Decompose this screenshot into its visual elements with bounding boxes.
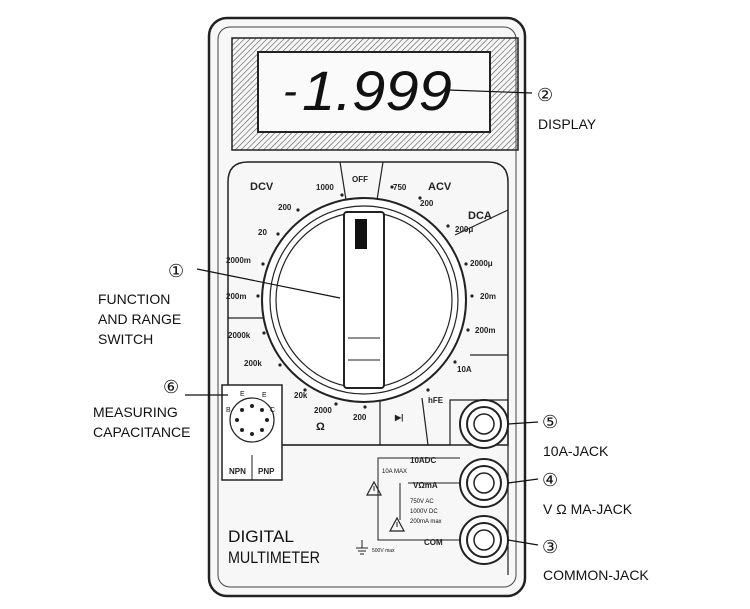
range-ohm-2000: 2000 [314,406,332,415]
jack-wiring [356,457,460,555]
jack-rating-ac: 750V AC [410,499,434,505]
range-dcv-200: 200 [278,203,292,212]
callout-1-line-2: AND RANGE [98,311,181,327]
callout-5-line-1: 10A-JACK [543,443,609,459]
range-dca-200u: 200μ [455,225,473,234]
display-window [257,51,491,133]
range-dcv-2000m: 2000m [226,256,251,265]
callout-leaders [185,89,539,546]
warning-icon [388,516,406,532]
jack-v-ohm-ma[interactable] [459,458,509,508]
callout-3-number: ③ [542,537,558,558]
jack-vomа-label: VΩmA [413,481,438,490]
range-ohm-2000k: 2000k [228,331,251,340]
range-dca-10a: 10A [457,365,472,374]
callout-1-line-3: SWITCH [98,331,153,347]
callout-4-number: ④ [542,470,558,491]
display-sign: - [283,67,297,114]
callout-6-line-1: MEASURING [93,404,178,420]
socket-pnp-label: PNP [258,467,275,476]
callout-2-number: ② [537,85,553,106]
callout-5-number: ⑤ [542,412,558,433]
switch-knob[interactable] [343,211,385,389]
function-range-switch[interactable] [261,197,467,403]
jack-com[interactable] [459,515,509,565]
jack-rating-ma: 200mA max [410,519,442,525]
range-dots [256,185,474,409]
dial-panel [227,161,509,446]
range-acv-750: 750 [393,183,407,192]
socket-npn-label: NPN [229,467,246,476]
section-ohm: Ω [316,421,325,433]
range-dca-20m: 20m [480,292,496,301]
jack-com-rating: 500V max [372,548,395,554]
range-acv-200: 200 [420,199,434,208]
section-hfe: hFE [428,396,444,405]
callout-1-number: ① [168,261,184,282]
panel-divider [339,161,347,201]
socket-pin-label: C [270,407,275,414]
diode-symbol: ▶| [394,413,403,422]
jack-10adc-label: 10ADC [410,456,436,465]
range-dcv-200m: 200m [226,292,246,301]
range-ohm-200: 200 [353,413,367,422]
switch-pointer [355,219,367,249]
warning-icon [365,480,383,496]
range-dca-2000u: 2000μ [470,259,493,268]
callout-2-line-1: DISPLAY [538,116,597,132]
brand-line-2: MULTIMETER [228,548,320,567]
panel-divider [376,161,384,201]
callout-6-line-2: CAPACITANCE [93,424,191,440]
callout-6-number: ⑥ [163,377,179,398]
meter-body-inner [217,26,517,588]
socket-pin-label: E [240,391,245,398]
range-dca-200m: 200m [475,326,495,335]
callout-1-line-1: FUNCTION [98,291,170,307]
range-dcv-20: 20 [258,228,267,237]
display-reading: 1.999 [302,59,452,122]
jack-com-label: COM [424,538,443,547]
jack-10a-max-note: 10A MAX [382,469,407,475]
callout-3-line-1: COMMON-JACK [543,567,649,583]
section-acv: ACV [428,181,452,193]
jack-rating-dc: 1000V DC [410,509,438,515]
jack-10a[interactable] [459,399,509,449]
socket-pin-label: E [262,392,267,399]
range-dcv-1000: 1000 [316,183,334,192]
socket-pin-label: B [226,407,231,414]
brand-line-1: DIGITAL [228,527,294,546]
range-ohm-20k: 20k [294,391,308,400]
section-dca: DCA [468,210,492,222]
panel-divider [421,397,429,446]
jack-panel [282,399,509,575]
range-ohm-200k: 200k [244,359,262,368]
callout-4-line-1: V Ω MA-JACK [543,501,633,517]
section-off: OFF [352,175,368,184]
panel-divider [454,209,509,236]
transistor-socket[interactable] [221,384,283,481]
section-dcv: DCV [250,181,274,193]
